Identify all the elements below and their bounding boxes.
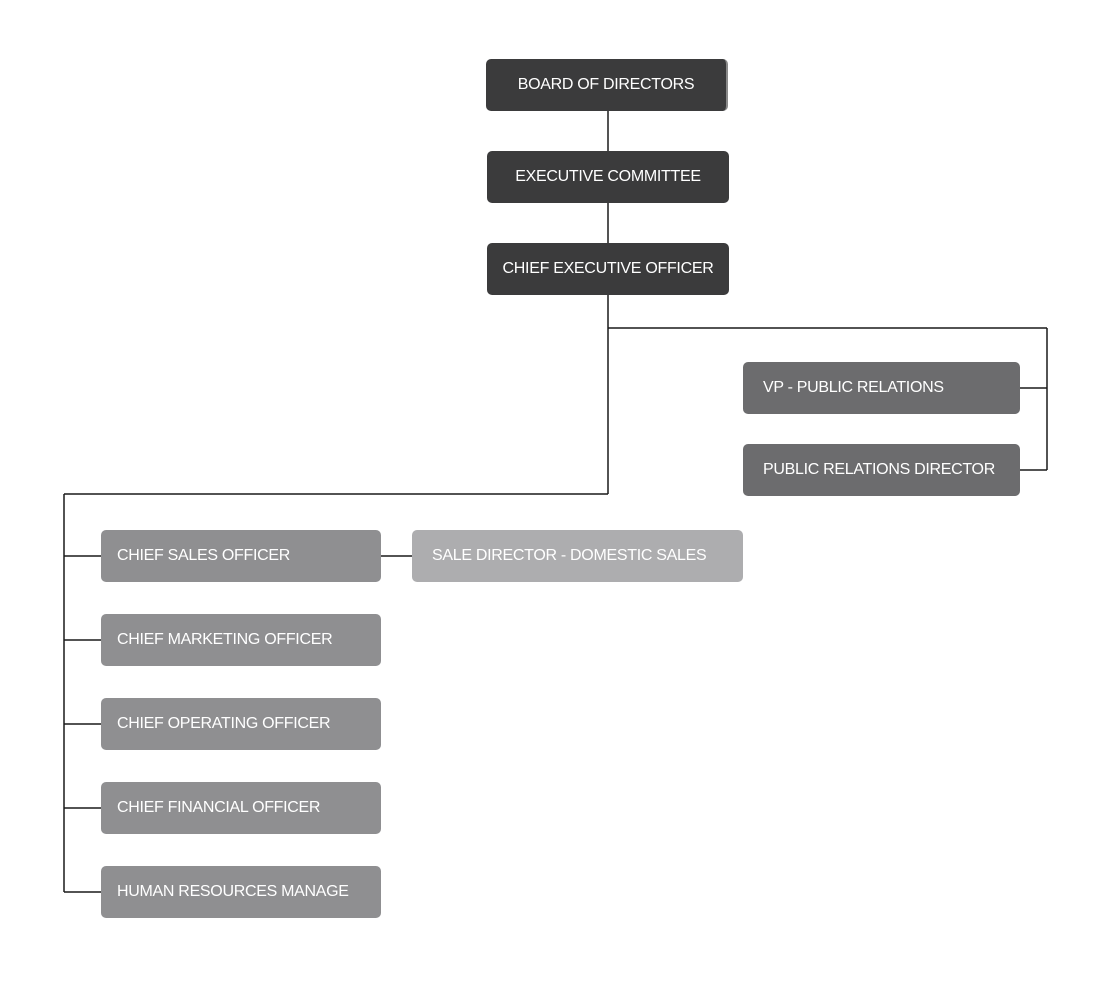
node-label: CHIEF FINANCIAL OFFICER (117, 799, 321, 816)
node-label: CHIEF SALES OFFICER (117, 547, 290, 564)
node-chief-operating-officer: CHIEF OPERATING OFFICER (101, 698, 381, 750)
node-public-relations-director: PUBLIC RELATIONS DIRECTOR (743, 444, 1020, 496)
node-label: PUBLIC RELATIONS DIRECTOR (763, 461, 995, 478)
node-human-resources-manager: HUMAN RESOURCES MANAGE (101, 866, 381, 918)
node-vp-public-relations: VP - PUBLIC RELATIONS (743, 362, 1020, 414)
node-label: BOARD OF DIRECTORS (517, 76, 695, 93)
node-label: CHIEF EXECUTIVE OFFICER (502, 260, 714, 277)
node-label: HUMAN RESOURCES MANAGE (117, 883, 349, 900)
node-chief-executive-officer: CHIEF EXECUTIVE OFFICER (487, 243, 729, 295)
node-chief-marketing-officer: CHIEF MARKETING OFFICER (101, 614, 381, 666)
node-executive-committee: EXECUTIVE COMMITTEE (487, 151, 729, 203)
node-label: CHIEF MARKETING OFFICER (117, 631, 333, 648)
node-label: EXECUTIVE COMMITTEE (515, 168, 701, 185)
node-board-of-directors: BOARD OF DIRECTORS (486, 59, 728, 111)
node-sale-director-domestic-sales: SALE DIRECTOR - DOMESTIC SALES (412, 530, 743, 582)
node-label: VP - PUBLIC RELATIONS (763, 379, 944, 396)
node-chief-sales-officer: CHIEF SALES OFFICER (101, 530, 381, 582)
node-label: CHIEF OPERATING OFFICER (117, 715, 331, 732)
node-chief-financial-officer: CHIEF FINANCIAL OFFICER (101, 782, 381, 834)
node-label: SALE DIRECTOR - DOMESTIC SALES (432, 547, 707, 564)
